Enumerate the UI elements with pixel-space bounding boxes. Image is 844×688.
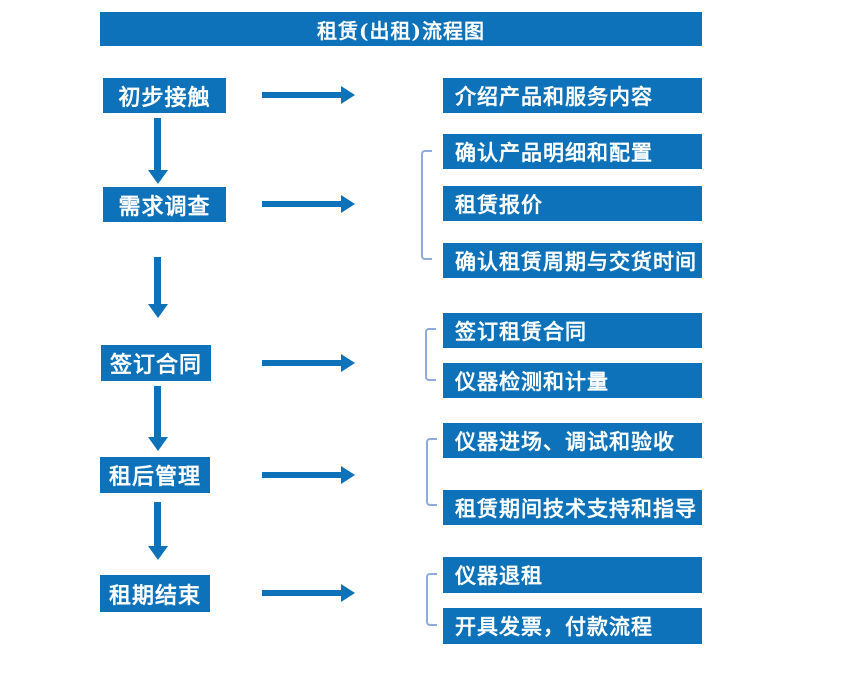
item-box-intro-products: 介绍产品和服务内容 [443, 78, 702, 113]
group-bracket-icon [426, 438, 437, 506]
flowchart-title: 租赁(出租)流程图 [100, 12, 702, 46]
item-box-tech-support: 租赁期间技术支持和指导 [443, 490, 702, 525]
item-box-rental-quote: 租赁报价 [443, 186, 702, 221]
item-box-instrument-setup: 仪器进场、调试和验收 [443, 423, 702, 458]
stage-box-sign-contract: 签订合同 [101, 345, 211, 381]
arrow-right-icon [262, 86, 355, 104]
item-box-confirm-details: 确认产品明细和配置 [443, 134, 702, 169]
item-box-instrument-return: 仪器退租 [443, 557, 702, 593]
group-bracket-icon [426, 573, 437, 626]
arrow-down-icon [148, 257, 168, 318]
arrow-down-icon [148, 386, 168, 451]
item-box-instrument-inspection: 仪器检测和计量 [443, 363, 702, 398]
stage-box-post-rental-management: 租后管理 [100, 457, 210, 493]
arrow-right-icon [262, 466, 355, 484]
item-box-sign-lease-contract: 签订租赁合同 [443, 313, 702, 348]
item-box-invoice-payment: 开具发票，付款流程 [443, 608, 702, 644]
arrow-right-icon [262, 584, 355, 602]
stage-box-demand-survey: 需求调查 [103, 187, 226, 222]
arrow-down-icon [148, 502, 168, 560]
group-bracket-icon [425, 328, 436, 381]
arrow-right-icon [262, 354, 355, 372]
stage-box-initial-contact: 初步接触 [103, 78, 226, 113]
item-box-confirm-period-delivery: 确认租赁周期与交货时间 [443, 243, 702, 278]
stage-box-lease-end: 租期结束 [100, 575, 210, 612]
arrow-right-icon [262, 195, 355, 213]
group-bracket-icon [421, 150, 432, 260]
arrow-down-icon [148, 118, 168, 184]
